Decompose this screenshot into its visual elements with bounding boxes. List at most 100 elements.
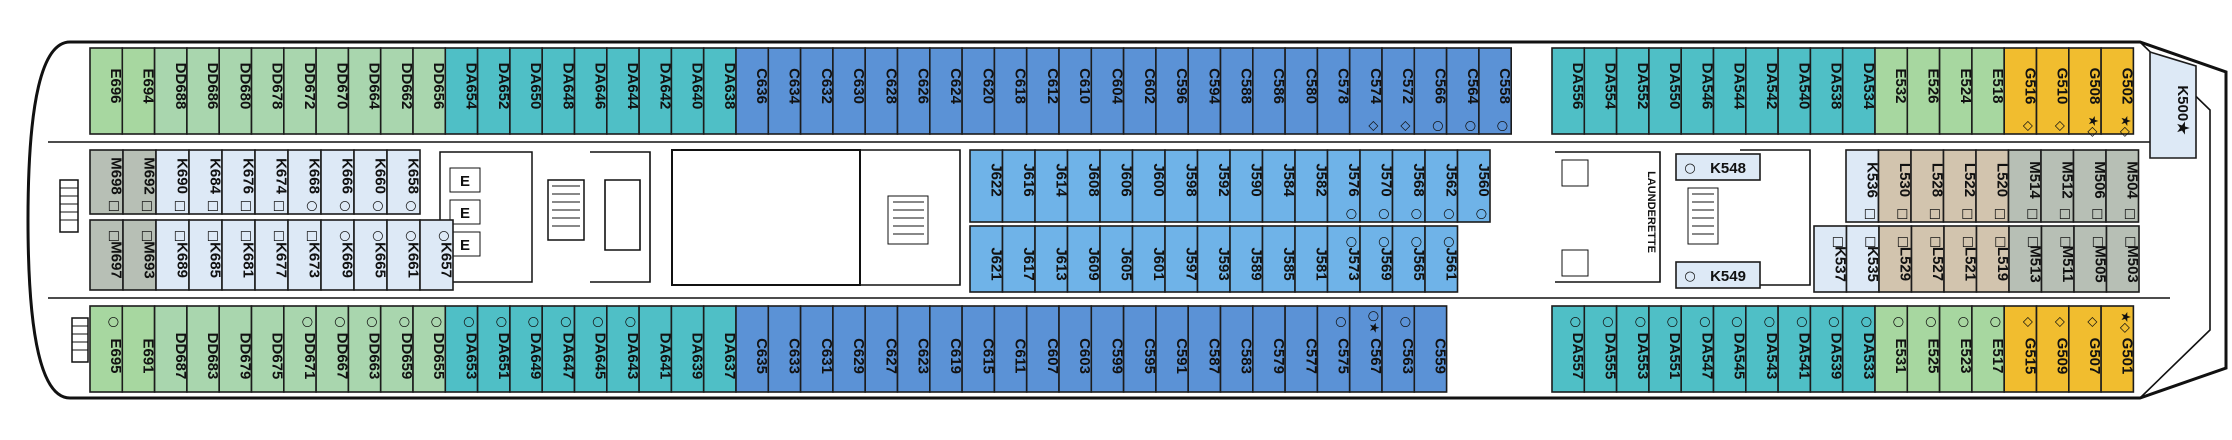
cabin-j608[interactable]: J608 <box>1066 149 1102 223</box>
cabin-l521[interactable]: L521□ <box>1943 225 1978 293</box>
cabin-g507[interactable]: G507◇ <box>2068 305 2103 393</box>
cabin-box[interactable] <box>1874 47 1909 135</box>
cabin-box[interactable] <box>735 47 770 135</box>
cabin-box[interactable] <box>1615 47 1650 135</box>
cabin-e695[interactable]: E695○ <box>89 305 124 393</box>
cabin-da540[interactable]: DA540 <box>1777 47 1812 135</box>
cabin-c596[interactable]: C596 <box>1155 47 1190 135</box>
cabin-box[interactable] <box>1845 149 1880 223</box>
cabin-k548[interactable]: ○K548 <box>1675 153 1761 181</box>
cabin-c631[interactable]: C631 <box>799 305 835 393</box>
cabin-box[interactable] <box>1187 305 1222 393</box>
cabin-da556[interactable]: DA556 <box>1551 47 1586 135</box>
cabin-da653[interactable]: DA653○ <box>444 305 479 393</box>
cabin-k685[interactable]: K685□ <box>188 219 224 291</box>
cabin-da544[interactable]: DA544 <box>1712 47 1748 135</box>
cabin-g508[interactable]: G508★◇ <box>2068 47 2103 137</box>
cabin-c628[interactable]: C628 <box>864 47 899 135</box>
cabin-j584[interactable]: J584 <box>1261 149 1297 223</box>
cabin-box[interactable] <box>2105 225 2140 293</box>
cabin-box[interactable] <box>1196 149 1231 223</box>
cabin-box[interactable] <box>1745 47 1779 135</box>
cabin-dd664[interactable]: DD664 <box>347 47 383 135</box>
cabin-e525[interactable]: E525○ <box>1906 305 1941 393</box>
cabin-dd678[interactable]: DD678 <box>250 47 286 135</box>
cabin-c633[interactable]: C633 <box>767 305 802 393</box>
cabin-k537[interactable]: K537□ <box>1813 225 1848 293</box>
cabin-c587[interactable]: C587 <box>1187 305 1222 393</box>
cabin-g509[interactable]: G509◇ <box>2035 305 2071 393</box>
cabin-j606[interactable]: J606 <box>1099 149 1134 223</box>
cabin-c580[interactable]: C580 <box>1284 47 1319 135</box>
cabin-box[interactable] <box>638 305 673 393</box>
cabin-box[interactable] <box>1294 225 1329 293</box>
cabin-box[interactable] <box>1675 153 1761 181</box>
cabin-da550[interactable]: DA550 <box>1648 47 1683 135</box>
cabin-box[interactable] <box>1034 225 1069 293</box>
cabin-m697[interactable]: M697□ <box>89 219 125 291</box>
cabin-k689[interactable]: K689□ <box>155 219 191 291</box>
cabin-c632[interactable]: C632 <box>799 47 835 135</box>
cabin-j617[interactable]: J617 <box>1001 225 1037 293</box>
cabin-l529[interactable]: L529□ <box>1878 225 1913 293</box>
cabin-c567[interactable]: C567○★ <box>1348 305 1384 393</box>
cabin-box[interactable] <box>188 149 223 215</box>
cabin-box[interactable] <box>1943 225 1978 293</box>
cabin-box[interactable] <box>969 149 1004 223</box>
cabin-dd683[interactable]: DD683 <box>186 305 221 393</box>
cabin-dd688[interactable]: DD688 <box>153 47 189 135</box>
cabin-box[interactable] <box>1906 47 1941 135</box>
cabin-box[interactable] <box>1284 47 1319 135</box>
cabin-j601[interactable]: J601 <box>1131 225 1167 293</box>
cabin-box[interactable] <box>1841 305 1876 393</box>
cabin-k661[interactable]: K661○ <box>386 219 422 291</box>
cabin-box[interactable] <box>509 305 543 393</box>
cabin-box[interactable] <box>1187 47 1222 135</box>
cabin-j593[interactable]: J593 <box>1196 225 1232 293</box>
cabin-c615[interactable]: C615 <box>961 305 996 393</box>
cabin-box[interactable] <box>735 305 770 393</box>
cabin-box[interactable] <box>1252 305 1286 393</box>
cabin-c610[interactable]: C610 <box>1058 47 1093 135</box>
cabin-box[interactable] <box>1583 305 1618 393</box>
cabin-m505[interactable]: M505□ <box>2073 225 2108 293</box>
cabin-box[interactable] <box>1777 47 1812 135</box>
cabin-box[interactable] <box>896 305 931 393</box>
cabin-box[interactable] <box>1359 225 1394 293</box>
cabin-da639[interactable]: DA639 <box>670 305 706 393</box>
cabin-box[interactable] <box>2008 225 2043 293</box>
cabin-box[interactable] <box>2105 149 2140 223</box>
cabin-da557[interactable]: DA557○ <box>1551 305 1586 393</box>
cabin-box[interactable] <box>1090 47 1125 135</box>
cabin-box[interactable] <box>254 219 289 291</box>
cabin-j600[interactable]: J600 <box>1131 149 1167 223</box>
cabin-k535[interactable]: K535□ <box>1845 225 1881 293</box>
cabin-da651[interactable]: DA651○ <box>476 305 512 393</box>
cabin-box[interactable] <box>1712 305 1747 393</box>
cabin-da644[interactable]: DA644 <box>605 47 641 135</box>
cabin-box[interactable] <box>412 47 447 135</box>
cabin-box[interactable] <box>767 47 802 135</box>
cabin-box[interactable] <box>1906 305 1941 393</box>
cabin-box[interactable] <box>2072 149 2107 223</box>
cabin-box[interactable] <box>1316 47 1351 135</box>
cabin-c559[interactable]: C559 <box>1413 305 1448 393</box>
cabin-j585[interactable]: J585 <box>1261 225 1297 293</box>
cabin-c620[interactable]: C620 <box>961 47 996 135</box>
cabin-box[interactable] <box>89 47 124 135</box>
cabin-j568[interactable]: J568○ <box>1391 149 1427 223</box>
cabin-box[interactable] <box>122 149 157 215</box>
cabin-j592[interactable]: J592 <box>1196 149 1232 223</box>
cabin-k500[interactable]: K500★ <box>2149 50 2197 159</box>
cabin-box[interactable] <box>412 305 447 393</box>
cabin-box[interactable] <box>1196 225 1231 293</box>
cabin-k666[interactable]: K666○ <box>320 149 356 215</box>
cabin-box[interactable] <box>1813 225 1848 293</box>
cabin-e531[interactable]: E531○ <box>1874 305 1909 393</box>
cabin-dd671[interactable]: DD671○ <box>282 305 318 393</box>
cabin-box[interactable] <box>1326 149 1361 223</box>
cabin-box[interactable] <box>1413 47 1448 135</box>
cabin-box[interactable] <box>320 219 355 291</box>
cabin-box[interactable] <box>1424 225 1459 293</box>
cabin-box[interactable] <box>864 47 899 135</box>
